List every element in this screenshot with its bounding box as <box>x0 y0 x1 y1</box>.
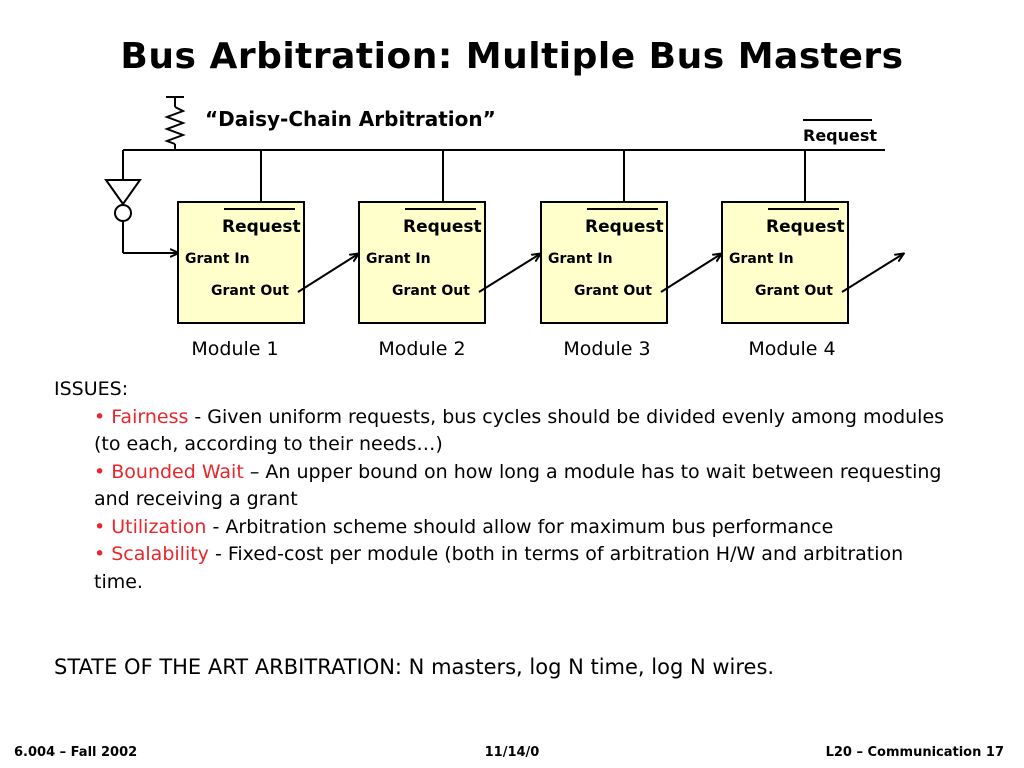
footer-lecture: L20 – Communication 17 <box>825 745 1004 760</box>
grant-arrow-4 <box>841 254 903 293</box>
issue-term: • Utilization <box>94 515 207 538</box>
module-grant-out-label: Grant Out <box>392 283 470 299</box>
module-2: Request Grant In Grant Out Module 2 <box>358 150 486 360</box>
module-name: Module 2 <box>378 338 465 360</box>
module-3: Request Grant In Grant Out Module 3 <box>540 150 668 360</box>
inverter-icon <box>104 150 178 253</box>
issues-section: ISSUES: • Fairness - Given uniform reque… <box>54 376 954 596</box>
module-grant-out-label: Grant Out <box>211 283 289 299</box>
grant-arrow-3 <box>660 254 721 293</box>
module-grant-out-label: Grant Out <box>574 283 652 299</box>
module-grant-out-label: Grant Out <box>755 283 833 299</box>
issue-text: - Given uniform requests, bus cycles sho… <box>94 405 945 456</box>
module-grant-in-label: Grant In <box>185 251 250 267</box>
slide-title: Bus Arbitration: Multiple Bus Masters <box>120 36 904 77</box>
module-name: Module 4 <box>748 338 835 360</box>
issue-text: - Arbitration scheme should allow for ma… <box>206 515 834 538</box>
module-request-label: Request <box>766 217 845 237</box>
list-item: • Scalability - Fixed-cost per module (b… <box>94 541 954 596</box>
module-request-label: Request <box>585 217 664 237</box>
module-4: Request Grant In Grant Out Module 4 <box>721 150 849 360</box>
daisy-chain-diagram: Request “Daisy-Chain Arbitration” Reques… <box>104 96 1024 360</box>
module-request-label: Request <box>403 217 482 237</box>
module-grant-in-label: Grant In <box>729 251 794 267</box>
module-name: Module 1 <box>191 338 278 360</box>
footer-date: 11/14/0 <box>484 745 540 760</box>
grant-arrow-1 <box>297 254 358 293</box>
issue-term: • Fairness <box>94 405 189 428</box>
list-item: • Utilization - Arbitration scheme shoul… <box>94 514 954 542</box>
issue-text: – An upper bound on how long a module ha… <box>94 460 942 511</box>
diagram-caption: “Daisy-Chain Arbitration” <box>205 107 496 131</box>
module-request-label: Request <box>222 217 301 237</box>
issue-term: • Scalability <box>94 543 209 565</box>
state-of-art-statement: STATE OF THE ART ARBITRATION: N masters,… <box>54 655 775 679</box>
issues-heading: ISSUES: <box>54 378 129 400</box>
module-1: Request Grant In Grant Out Module 1 <box>177 150 305 360</box>
footer-course: 6.004 – Fall 2002 <box>14 745 138 760</box>
module-grant-in-label: Grant In <box>366 251 431 267</box>
bus-request-label: Request <box>803 126 877 145</box>
module-grant-in-label: Grant In <box>548 251 613 267</box>
issue-term: • Bounded Wait <box>94 460 244 483</box>
list-item: • Fairness - Given uniform requests, bus… <box>94 404 954 459</box>
grant-arrow-2 <box>478 254 540 293</box>
pullup-resistor-icon <box>164 96 186 150</box>
issue-text: - Fixed-cost per module (both in terms o… <box>94 543 904 593</box>
list-item: • Bounded Wait – An upper bound on how l… <box>94 459 954 514</box>
module-name: Module 3 <box>563 338 650 360</box>
issues-list: • Fairness - Given uniform requests, bus… <box>54 404 954 597</box>
